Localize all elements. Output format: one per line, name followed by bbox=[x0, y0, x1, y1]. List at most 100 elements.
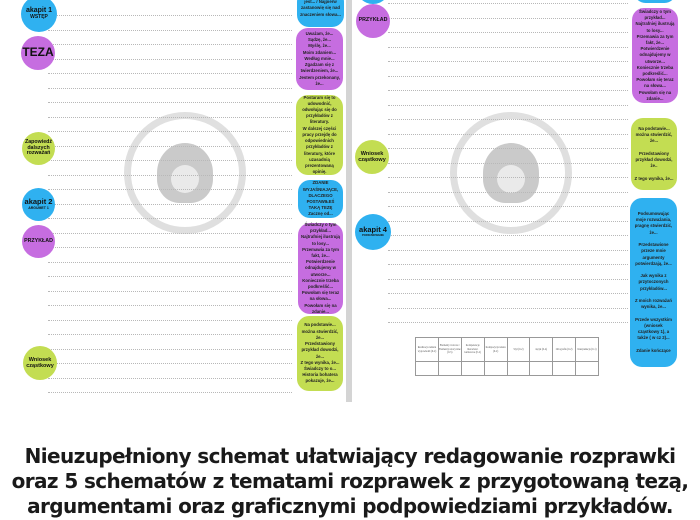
writing-line bbox=[388, 17, 628, 19]
score-table-cell[interactable] bbox=[437, 361, 462, 376]
score-table-header: Język (0-4) bbox=[529, 337, 554, 362]
watermark-logo bbox=[450, 112, 572, 234]
writing-line bbox=[48, 232, 292, 234]
writing-line bbox=[388, 220, 628, 222]
hint-bubble-zapowiedz: Postaram się to udowodnić, odwołując się… bbox=[296, 95, 343, 175]
writing-line bbox=[388, 46, 628, 48]
score-table-cell[interactable] bbox=[575, 361, 599, 376]
writing-line bbox=[48, 261, 292, 263]
score-table-cell[interactable] bbox=[529, 361, 554, 376]
writing-line bbox=[388, 307, 628, 309]
circle-title: PRZYKŁAD bbox=[358, 17, 388, 24]
writing-line bbox=[388, 264, 628, 265]
writing-line bbox=[48, 58, 292, 60]
writing-line bbox=[388, 162, 628, 164]
writing-line bbox=[48, 319, 292, 321]
circle-wniosek: Wniosek cząstkowy bbox=[355, 140, 389, 174]
writing-line bbox=[388, 61, 628, 62]
hint-bubble-przyklad: Świadczy o tym przykład... Najtrafniej i… bbox=[632, 8, 678, 103]
writing-line bbox=[48, 160, 292, 161]
hint-bubble-wniosek: Na podstawie... można stwierdzić, że... … bbox=[631, 118, 677, 190]
writing-line bbox=[48, 348, 292, 350]
writing-line bbox=[48, 392, 292, 393]
watermark-logo bbox=[124, 112, 246, 234]
score-table-cell[interactable] bbox=[506, 361, 531, 376]
score-table-header: Kompozycja tekstu (0-2) bbox=[483, 337, 508, 362]
writing-line bbox=[388, 3, 628, 4]
writing-line bbox=[48, 131, 292, 132]
writing-line bbox=[48, 73, 292, 74]
score-table-cell[interactable] bbox=[552, 361, 577, 376]
score-table-cell[interactable] bbox=[460, 361, 485, 376]
writing-line bbox=[48, 377, 292, 379]
circle-subtitle: WSTĘP bbox=[30, 14, 48, 21]
hint-bubble-przyklad: Świadczy o tym przykład... Najtrafniej i… bbox=[298, 222, 343, 314]
score-table-header: Styl (0-2) bbox=[506, 337, 531, 362]
writing-line bbox=[48, 218, 292, 219]
hint-bubble-podsumowanie: Podsumowując moje rozważania, pragnę stw… bbox=[630, 198, 677, 367]
score-table-header: Kompetencje literackie i kulturowe (0-2) bbox=[460, 337, 485, 362]
writing-line bbox=[48, 203, 292, 205]
writing-line bbox=[388, 90, 628, 91]
caption-line: oraz 5 schematów z tematami rozprawek z … bbox=[11, 469, 689, 493]
writing-line bbox=[48, 44, 292, 45]
score-table-header: Elementy twórcze / Elementy retoryczne (… bbox=[437, 337, 462, 362]
score-table-header-row: Realizacja tematu wypowiedzi (0-2)Elemen… bbox=[415, 337, 599, 362]
circle-subtitle: ARGUMET 1 bbox=[28, 205, 49, 210]
score-table-header: Realizacja tematu wypowiedzi (0-2) bbox=[415, 337, 439, 362]
circle-przyklad: PRZYKŁAD bbox=[356, 4, 390, 38]
writing-line bbox=[388, 75, 628, 77]
writing-line bbox=[48, 363, 292, 364]
caption-line: argumentami oraz graficznymi podpowiedzi… bbox=[27, 494, 673, 518]
writing-line bbox=[48, 334, 292, 335]
writing-line bbox=[48, 189, 292, 190]
score-table-cell[interactable] bbox=[415, 361, 439, 376]
hint-bubble-wstep: jest... / Najpierw zastanowię się nad zn… bbox=[297, 0, 344, 27]
writing-line bbox=[48, 247, 292, 248]
score-table-cell[interactable] bbox=[483, 361, 508, 376]
writing-line bbox=[388, 104, 628, 106]
writing-line bbox=[48, 174, 292, 176]
writing-line bbox=[48, 87, 292, 89]
writing-line bbox=[388, 32, 628, 33]
circle-title: akapit 4 bbox=[359, 225, 387, 235]
writing-line bbox=[388, 133, 628, 135]
score-table-value-row bbox=[415, 361, 599, 376]
circle-wniosek: Wniosek cząstkowy bbox=[23, 346, 57, 380]
writing-line bbox=[48, 116, 292, 118]
writing-line bbox=[388, 235, 628, 236]
circle-title: akapit 1 bbox=[25, 7, 53, 15]
circle-title: TEZA bbox=[22, 45, 54, 60]
writing-line bbox=[388, 119, 628, 120]
hint-bubble-cut bbox=[634, 0, 676, 3]
circle-przyklad: PRZYKŁAD bbox=[22, 225, 55, 258]
circle-title: Wniosek cząstkowy bbox=[26, 356, 54, 369]
writing-line bbox=[388, 322, 628, 323]
circle-title: akapit 2 bbox=[24, 197, 53, 207]
hint-bubble-teza: Uważam, że... Sądzę, że... Myślę, że... … bbox=[296, 28, 343, 90]
circle-subtitle: PODSUMOWANIE bbox=[362, 233, 384, 237]
writing-line bbox=[48, 290, 292, 292]
score-table: Realizacja tematu wypowiedzi (0-2)Elemen… bbox=[415, 337, 599, 376]
circle-zapowiedz: Zapowiedź dalszych rozważań bbox=[22, 132, 55, 165]
hint-bubble-wniosek: Na podstawie... można stwierdzić, że... … bbox=[297, 316, 343, 391]
writing-line bbox=[388, 177, 628, 178]
writing-line bbox=[48, 102, 292, 103]
circle-title: Wniosek cząstkowy bbox=[358, 150, 386, 163]
writing-line bbox=[388, 278, 628, 280]
circle-title: Zapowiedź dalszych rozważań bbox=[24, 138, 53, 157]
writing-line bbox=[48, 145, 292, 147]
page-divider bbox=[346, 0, 352, 402]
score-table-header: Interpunkcja (0-1) bbox=[575, 337, 599, 362]
writing-line bbox=[48, 276, 292, 277]
circle-teza: TEZA bbox=[21, 36, 55, 70]
writing-line bbox=[388, 249, 628, 251]
caption-line: Nieuzupełniony schemat ułatwiający redag… bbox=[24, 444, 676, 468]
circle-argument-cut bbox=[356, 0, 390, 4]
circle-title: PRZYKŁAD bbox=[24, 237, 53, 244]
